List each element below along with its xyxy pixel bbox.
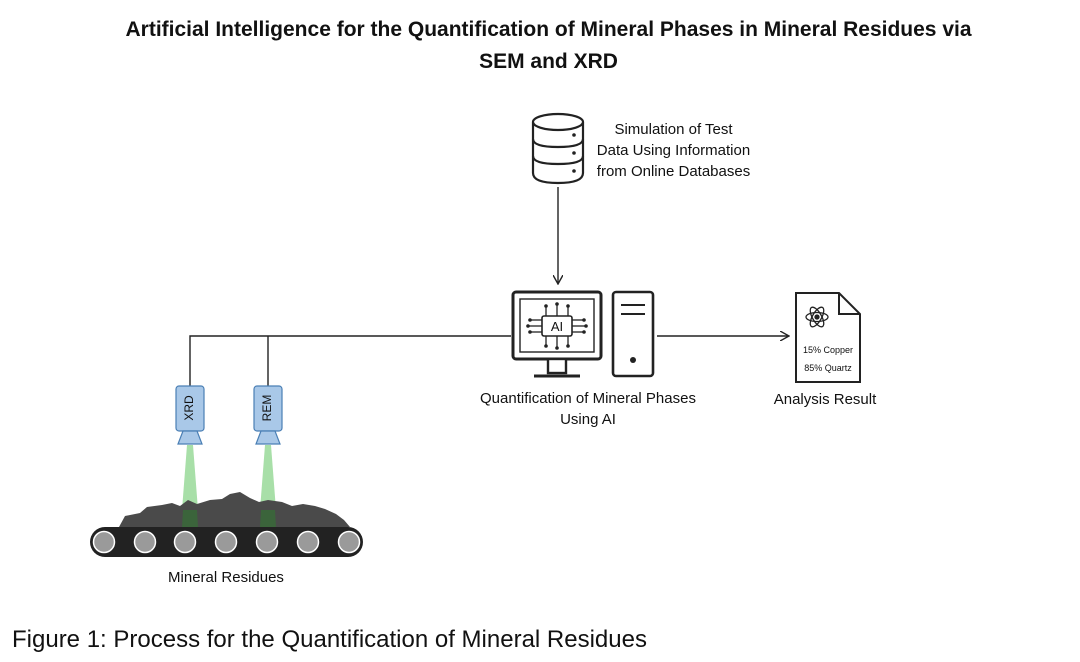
title-line-2: SEM and XRD <box>479 50 618 73</box>
rem-beam-spot <box>260 510 276 527</box>
xrd-beam <box>182 445 198 510</box>
rem-sensor-icon: REM <box>253 385 283 445</box>
mineral-residue-pile <box>119 492 350 527</box>
xrd-connector <box>189 335 511 386</box>
database-label-line-3: from Online Databases <box>596 163 751 180</box>
ai-chip-icon: AI <box>526 302 588 350</box>
figure-caption: Figure 1: Process for the Quantification… <box>12 626 647 653</box>
database-label-line-1: Simulation of Test <box>614 121 733 138</box>
analysis-result-label: Analysis Result <box>773 391 877 408</box>
xrd-sensor-icon: XRD <box>175 385 205 445</box>
connector-lines <box>189 187 788 386</box>
rem-beam <box>260 445 276 510</box>
computer-tower-icon <box>611 290 655 378</box>
ai-chip-text: AI <box>551 319 563 334</box>
xrd-beam-spot <box>182 510 198 527</box>
beams <box>182 445 276 510</box>
title-line-1: Artificial Intelligence for the Quantifi… <box>125 18 972 41</box>
ai-label-line-1: Quantification of Mineral Phases <box>480 390 696 407</box>
atom-icon <box>805 306 829 328</box>
rem-sensor-label: REM <box>260 395 274 422</box>
ai-system-label: Quantification of Mineral Phases Using A… <box>448 388 728 430</box>
diagram-title: Artificial Intelligence for the Quantifi… <box>40 14 1057 78</box>
result-line-2: 85% Quartz <box>804 363 852 373</box>
conveyor-belt-icon <box>90 527 363 557</box>
mineral-residues-label: Mineral Residues <box>168 569 284 586</box>
database-icon <box>531 112 585 185</box>
database-label-line-2: Data Using Information <box>596 142 751 159</box>
document-atom-icon: 15% Copper 85% Quartz <box>795 292 861 383</box>
database-label: Simulation of Test Data Using Informatio… <box>586 119 761 182</box>
ai-label-line-2: Using AI <box>560 411 616 428</box>
xrd-sensor-label: XRD <box>182 395 196 421</box>
result-line-1: 15% Copper <box>803 345 853 355</box>
